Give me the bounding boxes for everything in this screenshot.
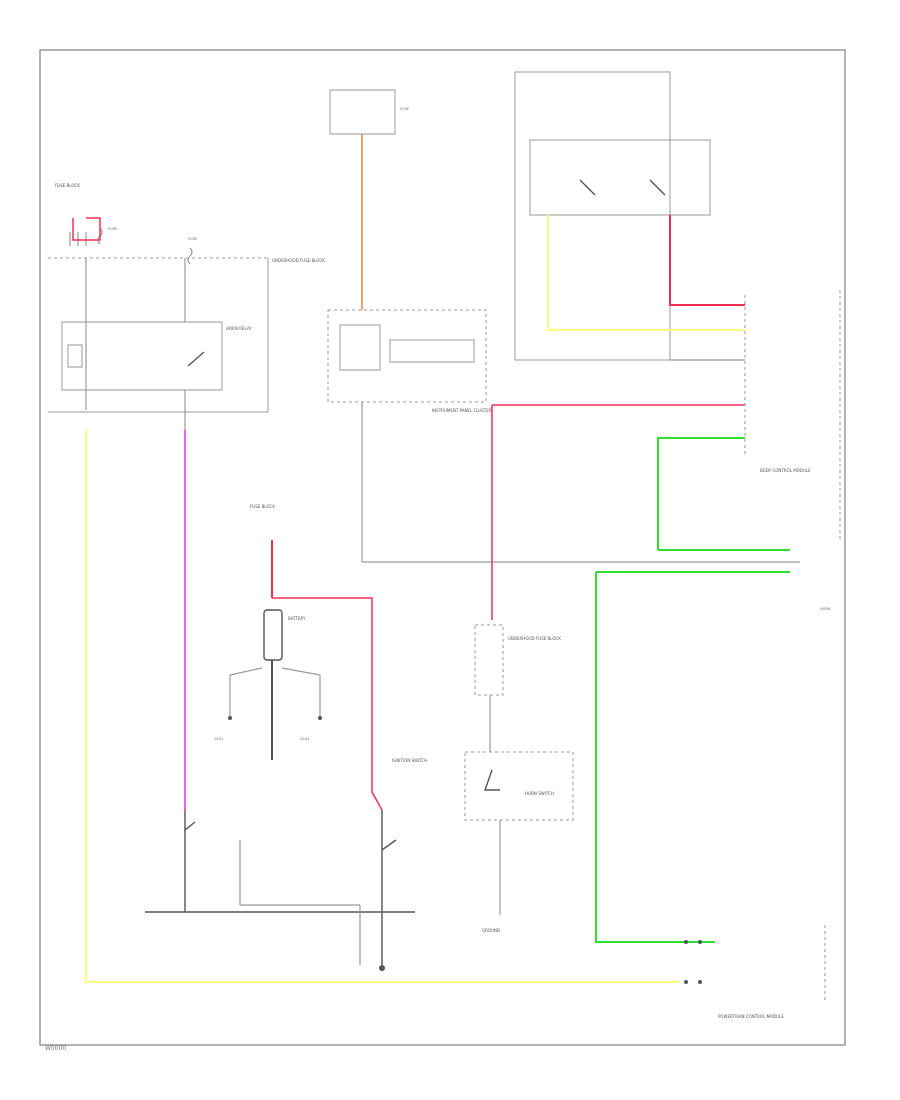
svg-text:FUSE: FUSE: [400, 107, 409, 111]
horn-contact: [184, 810, 196, 832]
fuse-block-label-top-left: FUSE BLOCK: [55, 183, 80, 188]
underhood-fuse-block-label: UNDERHOOD FUSE BLOCK: [272, 258, 325, 263]
battery-area: FUSE BLOCK BATTERY G101 G102: [214, 504, 383, 811]
fuse-block-label-center: FUSE BLOCK: [250, 504, 275, 509]
horn-switch-box: [464, 751, 574, 821]
underhood-fuse-block-lower: UNDERHOOD FUSE BLOCK HORN SWITCH GROUND: [464, 624, 574, 933]
ignition-switch-label: IGNITION SWITCH: [392, 758, 427, 763]
relay-coil: [67, 344, 83, 368]
battery-label: BATTERY: [288, 616, 306, 621]
wire-yellow-ignition: [547, 215, 745, 331]
wire-yellow-horn-relay-to-pcm: [85, 430, 680, 983]
ignition-switch-box: [529, 139, 711, 216]
ignition-switch: IGNITION SWITCH: [379, 758, 427, 971]
instrument-panel-cluster-area: FUSE INSTRUMENT PANEL CLUSTER: [327, 89, 800, 563]
relay-switch: [187, 351, 205, 367]
svg-text:G101: G101: [214, 737, 223, 741]
svg-text:FUSE: FUSE: [108, 227, 117, 231]
wire-red-ignition: [669, 215, 745, 306]
svg-text:G102: G102: [300, 737, 309, 741]
body-control-module-label: BODY CONTROL MODULE: [760, 468, 811, 473]
wire-green-bcm-to-pcm: [595, 572, 715, 943]
instrument-panel-cluster-label: INSTRUMENT PANEL CLUSTER: [432, 408, 492, 413]
ground-point-left: [228, 716, 232, 720]
ground-label: GROUND: [482, 928, 500, 933]
ground-symbol: [379, 965, 385, 971]
pcm-label: POWERTRAIN CONTROL MODULE: [718, 1014, 784, 1019]
horn-switch-label: HORN SWITCH: [525, 791, 554, 796]
underhood-fuse-block-area: FUSE BLOCK FUSE FUSE UNDERHOOD FUSE BLOC…: [48, 183, 325, 413]
wire-green-bcm: [657, 437, 745, 550]
body-control-module-area: BODY CONTROL MODULE: [492, 71, 841, 551]
ground-point-right: [318, 716, 322, 720]
horn-relay-label: HORN RELAY: [226, 326, 252, 331]
battery-icon: [263, 609, 283, 661]
svg-text:FUSE: FUSE: [188, 237, 197, 241]
instrument-panel-cluster-box: [327, 309, 487, 403]
diagram-frame: [39, 49, 846, 1046]
diagram-reference: W0000: [45, 1045, 66, 1052]
powertrain-control-module: POWERTRAIN CONTROL MODULE: [684, 925, 826, 1019]
fuse-symbol-3: [187, 247, 193, 265]
wire-red-battery-to-horn-switch: [272, 597, 383, 811]
wire-red-fuse-feed: [72, 217, 101, 241]
underhood-fuse-block-lower-label: UNDERHOOD FUSE BLOCK: [508, 636, 561, 641]
svg-text:HORN: HORN: [820, 607, 831, 611]
top-fuse-box: [329, 89, 396, 135]
fuse-symbol: [69, 232, 87, 246]
horn-indicator: [389, 339, 475, 363]
horn-relay-box: [61, 321, 223, 391]
